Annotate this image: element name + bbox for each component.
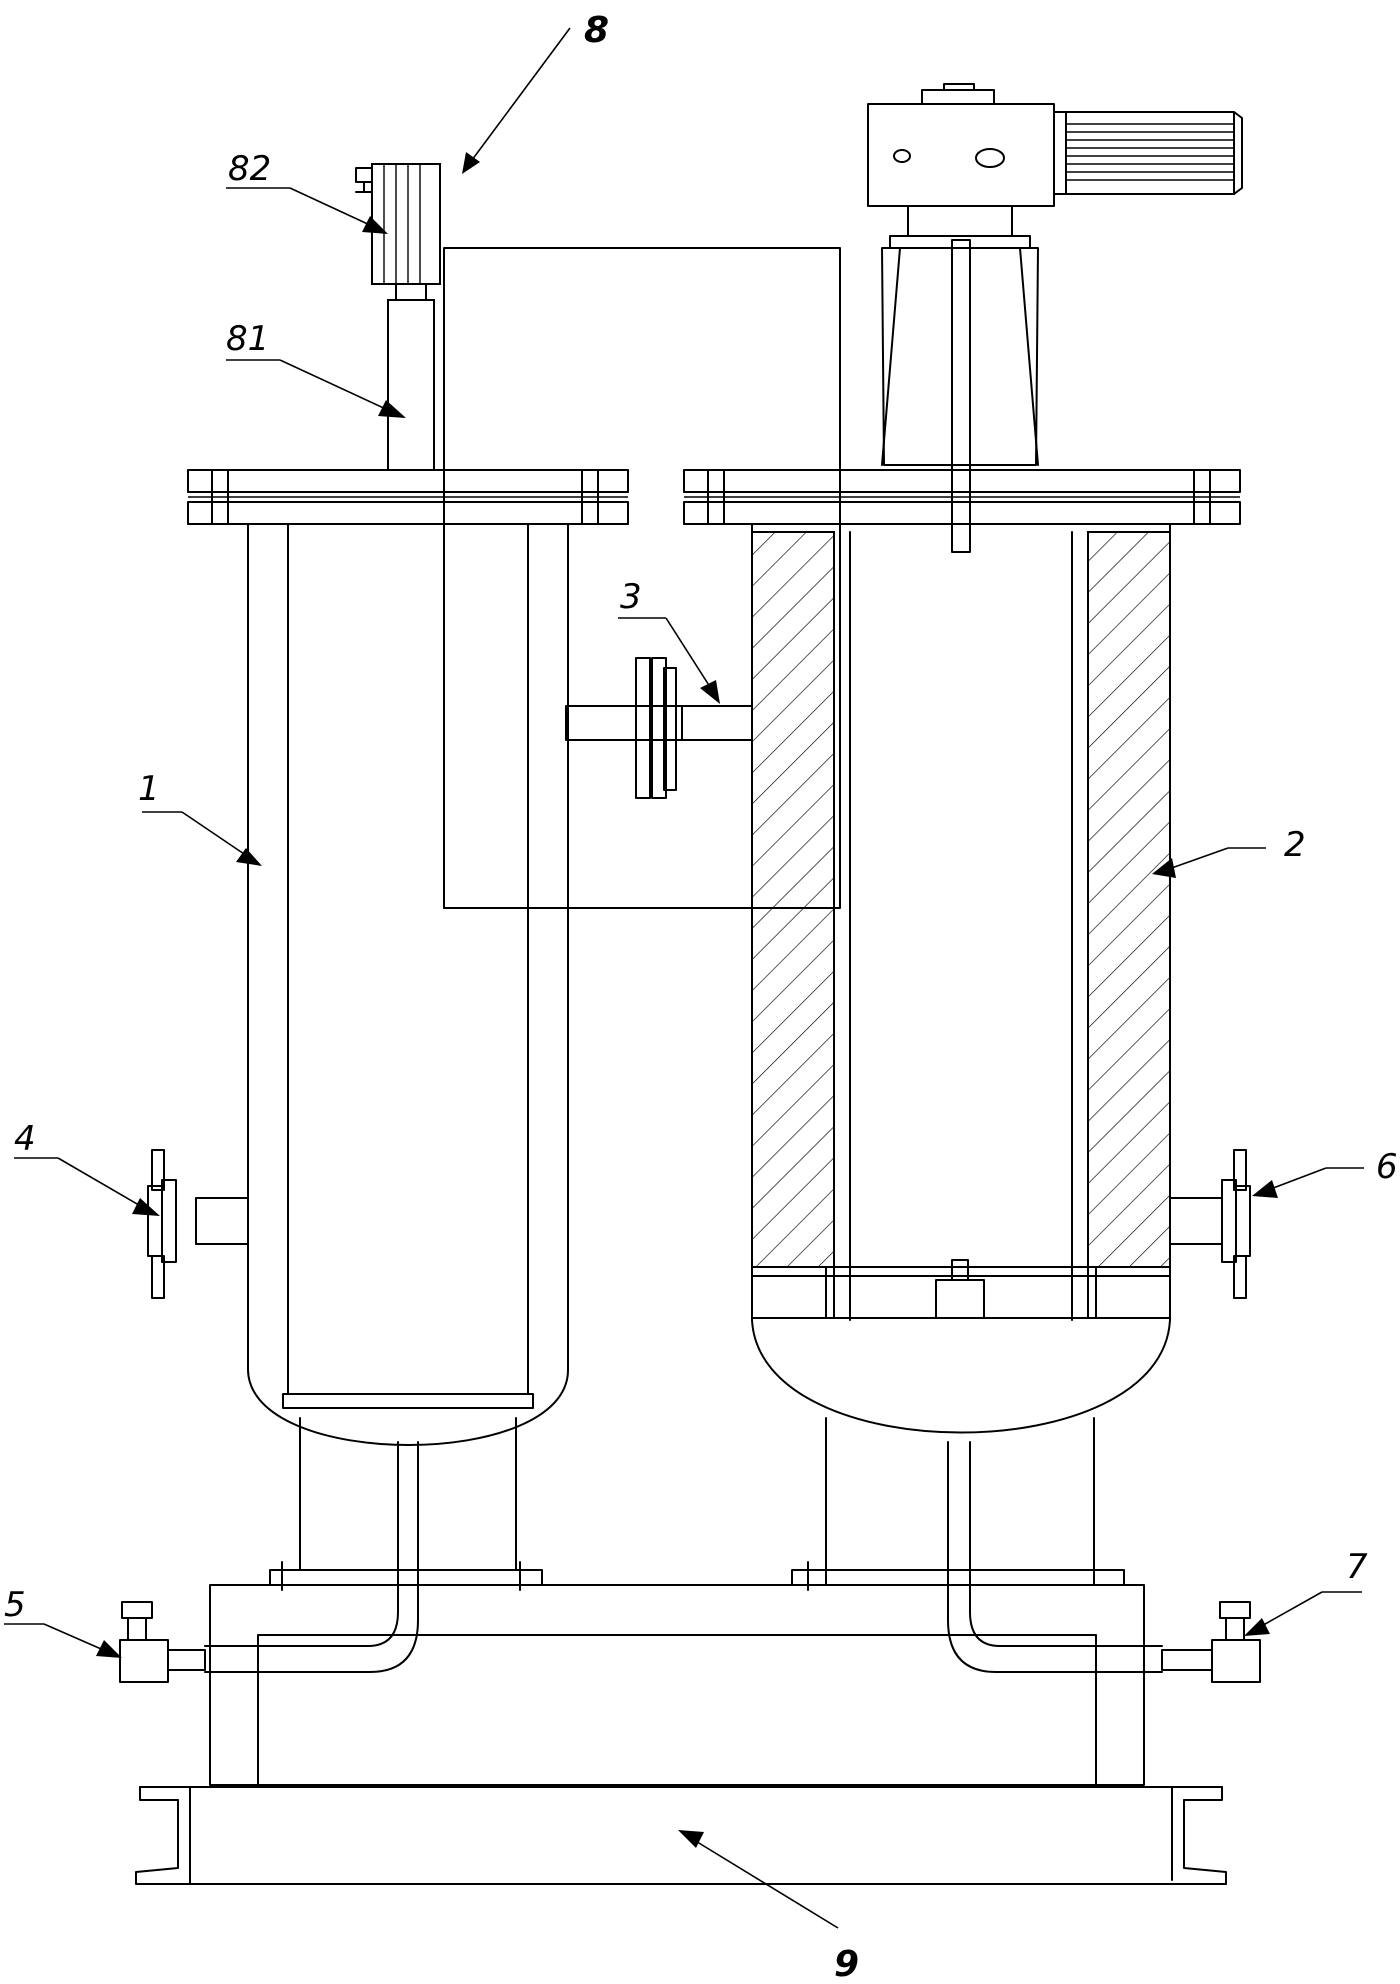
right-outlet-valve xyxy=(1161,1601,1261,1683)
right-vessel xyxy=(683,239,1241,1673)
right-side-port xyxy=(1169,1149,1251,1299)
label-7: 7 xyxy=(1346,1547,1368,1587)
label-3: 3 xyxy=(620,577,642,617)
base-frame xyxy=(135,1561,1227,1885)
label-6: 6 xyxy=(1376,1147,1398,1187)
label-82: 82 xyxy=(228,149,271,189)
drive-motor xyxy=(867,83,1243,466)
motor-fins xyxy=(1066,123,1234,181)
connecting-pipe xyxy=(565,657,753,799)
label-81: 81 xyxy=(226,319,269,359)
label-8: 8 xyxy=(584,10,609,51)
left-vessel xyxy=(187,469,629,1673)
left-side-port xyxy=(147,1149,249,1299)
label-9: 9 xyxy=(834,1944,859,1984)
left-outlet-valve xyxy=(119,1601,206,1683)
label-4: 4 xyxy=(14,1119,36,1159)
callouts: 8 82 81 3 1 2 4 6 xyxy=(4,10,1398,1984)
sensor-assembly xyxy=(355,163,841,909)
label-2: 2 xyxy=(1284,825,1306,865)
label-1: 1 xyxy=(138,769,160,809)
label-5: 5 xyxy=(4,1585,26,1625)
